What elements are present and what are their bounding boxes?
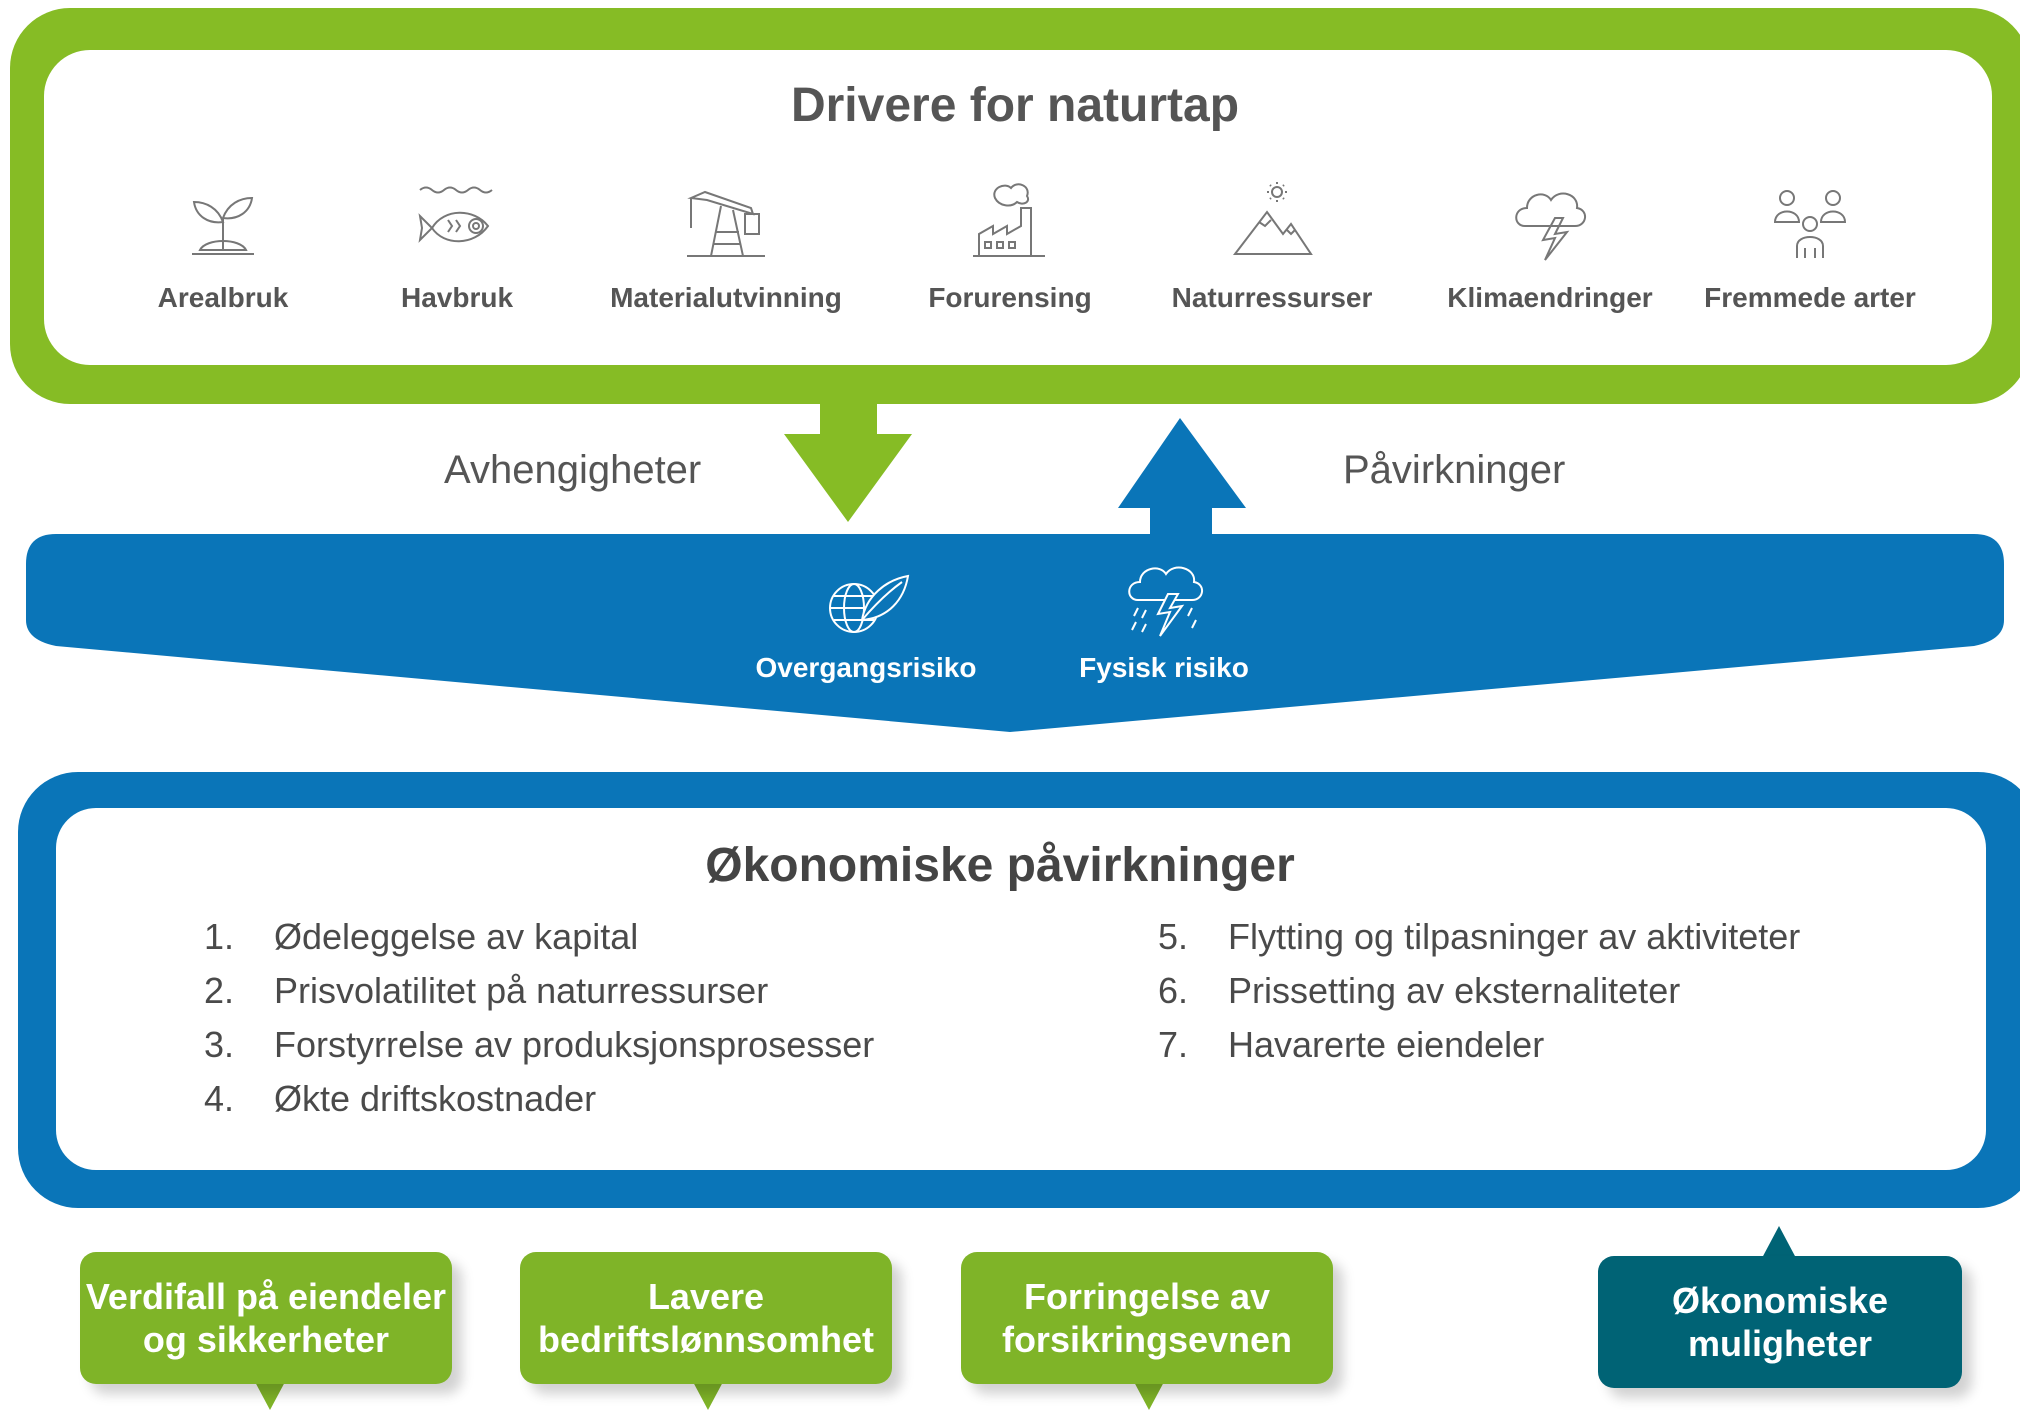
list-item: 4.Økte driftskostnader — [204, 1078, 597, 1119]
driver-klimaendringer: Klimaendringer — [1430, 178, 1670, 314]
impact-arrow — [1118, 418, 1246, 540]
driver-label: Forurensing — [928, 282, 1092, 313]
bubble-pointer — [1762, 1226, 1796, 1258]
sprout-icon — [192, 196, 254, 255]
risk-band — [26, 534, 2004, 732]
fish-icon — [418, 186, 493, 243]
economic-impacts-list-left: 1.Ødeleggelse av kapital 2.Prisvolatilit… — [204, 910, 874, 1126]
list-item: 7.Havarerte eiendeler — [1158, 1024, 1545, 1065]
driver-forurensing: Forurensing — [890, 178, 1130, 314]
economic-impacts-list-right: 5.Flytting og tilpasninger av aktivitete… — [1158, 910, 1800, 1072]
outcome-forsikringsevne: Forringelse av forsikringsevnen — [961, 1252, 1333, 1384]
oil-pump-icon — [687, 190, 765, 257]
driver-arealbruk: Arealbruk — [103, 178, 343, 314]
driver-label: Klimaendringer — [1447, 282, 1653, 313]
storm-cloud-icon — [1515, 192, 1586, 261]
driver-label: Arealbruk — [157, 282, 289, 313]
drivers-panel-inner — [44, 50, 1992, 365]
economic-impacts-title: Økonomiske påvirkninger — [705, 839, 1295, 892]
globe-leaf-icon — [829, 574, 910, 633]
people-icon — [1773, 190, 1847, 258]
bubble-pointer — [254, 1380, 286, 1410]
outcome-verdifall: Verdifall på eiendeler og sikkerheter — [80, 1252, 452, 1384]
driver-label: Naturressurser — [1171, 282, 1373, 313]
risk-fysisk: Fysisk risiko — [1034, 560, 1294, 684]
risk-label: Fysisk risiko — [1079, 652, 1249, 683]
mountain-sun-icon — [1232, 182, 1313, 255]
driver-naturressurser: Naturressurser — [1152, 178, 1392, 314]
driver-label: Havbruk — [400, 282, 514, 313]
driver-fremmede-arter: Fremmede arter — [1690, 178, 1930, 314]
list-item: 2.Prisvolatilitet på naturressurser — [204, 970, 769, 1011]
list-item: 1.Ødeleggelse av kapital — [204, 916, 639, 957]
rain-lightning-icon — [1128, 566, 1203, 637]
impacts-label: Påvirkninger — [1343, 448, 1566, 492]
bubble-pointer — [1133, 1380, 1165, 1410]
risk-overgangsrisiko: Overgangsrisiko — [736, 560, 996, 684]
drivers-title: Drivere for naturtap — [790, 79, 1240, 132]
outcome-muligheter: Økonomiske muligheter — [1598, 1256, 1962, 1388]
dependencies-label: Avhengigheter — [444, 448, 702, 492]
outcome-lavere-lonnsomhet: Lavere bedriftslønnsomhet — [520, 1252, 892, 1384]
list-item: 6.Prissetting av eksternaliteter — [1158, 970, 1681, 1011]
dependency-arrow — [784, 402, 912, 522]
risk-label: Overgangsrisiko — [755, 652, 977, 683]
driver-havbruk: Havbruk — [337, 178, 577, 314]
factory-icon — [973, 183, 1045, 257]
bubble-pointer — [692, 1380, 724, 1410]
economic-impacts-panel-inner — [56, 808, 1986, 1170]
driver-label: Materialutvinning — [610, 282, 842, 313]
driver-label: Fremmede arter — [1704, 282, 1916, 313]
list-item: 3.Forstyrrelse av produksjonsprosesser — [204, 1024, 875, 1065]
driver-materialutvinning: Materialutvinning — [606, 178, 846, 314]
list-item: 5.Flytting og tilpasninger av aktivitete… — [1158, 916, 1801, 957]
